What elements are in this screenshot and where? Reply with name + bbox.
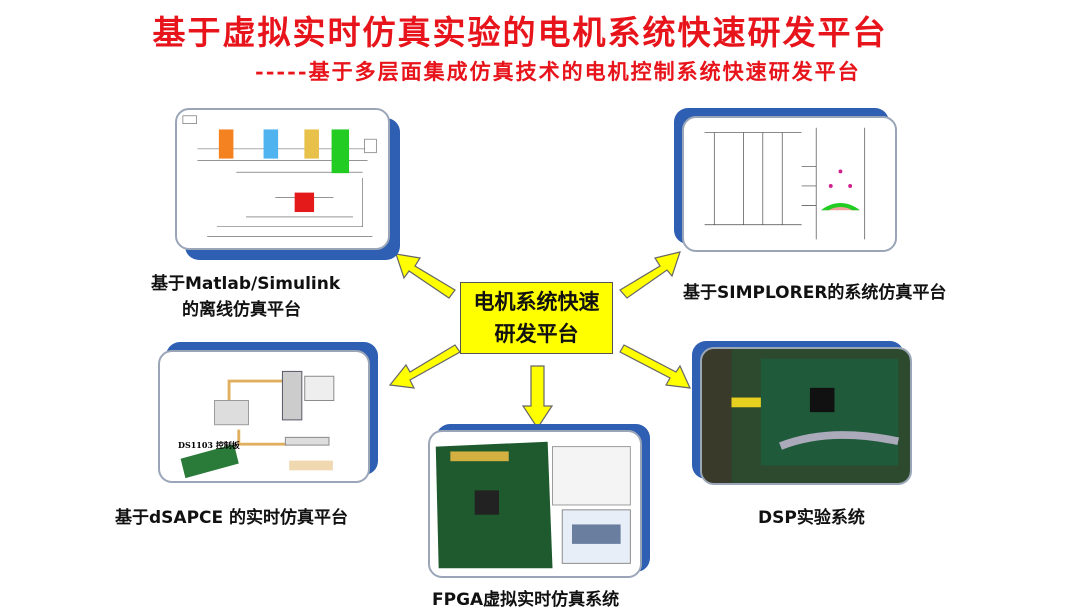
simplorer-panel — [674, 108, 897, 252]
dspace-image-caption: DS1103 控制板 — [178, 440, 240, 450]
matlab-label-line2: 的离线仿真平台 — [182, 300, 301, 320]
dspace-label: 基于dSAPCE 的实时仿真平台 — [115, 508, 349, 528]
center-line1: 电机系统快速 — [473, 290, 600, 314]
center-box-rapid-dev-platform: 电机系统快速 研发平台 — [460, 282, 613, 354]
fpga-label: FPGA虚拟实时仿真系统 — [432, 590, 620, 610]
page-title: 基于虚拟实时仿真实验的电机系统快速研发平台 — [152, 13, 888, 52]
arrow-to-matlab — [395, 253, 456, 299]
page-subtitle: -----基于多层面集成仿真技术的电机控制系统快速研发平台 — [255, 59, 861, 84]
matlab-label-line1: 基于Matlab/Simulink — [151, 274, 341, 294]
dspace-setup-image: DS1103 控制板 — [158, 350, 370, 483]
fpga-board-image — [428, 430, 642, 578]
arrow-to-fpga — [521, 365, 554, 430]
dsp-panel — [692, 341, 912, 485]
simulink-diagram-image — [175, 108, 390, 250]
arrow-to-dsp — [619, 344, 691, 389]
fpga-panel — [428, 424, 650, 578]
matlab-simulink-panel — [175, 108, 400, 260]
dsp-label: DSP实验系统 — [758, 508, 865, 528]
arrow-to-simplorer — [619, 251, 681, 299]
simplorer-label: 基于SIMPLORER的系统仿真平台 — [683, 283, 947, 303]
dsp-board-photo — [700, 347, 912, 485]
dspace-panel: DS1103 控制板 — [158, 342, 378, 483]
arrow-to-dspace — [388, 344, 461, 389]
center-line2: 研发平台 — [494, 322, 579, 346]
simplorer-circuit-image — [682, 116, 897, 252]
